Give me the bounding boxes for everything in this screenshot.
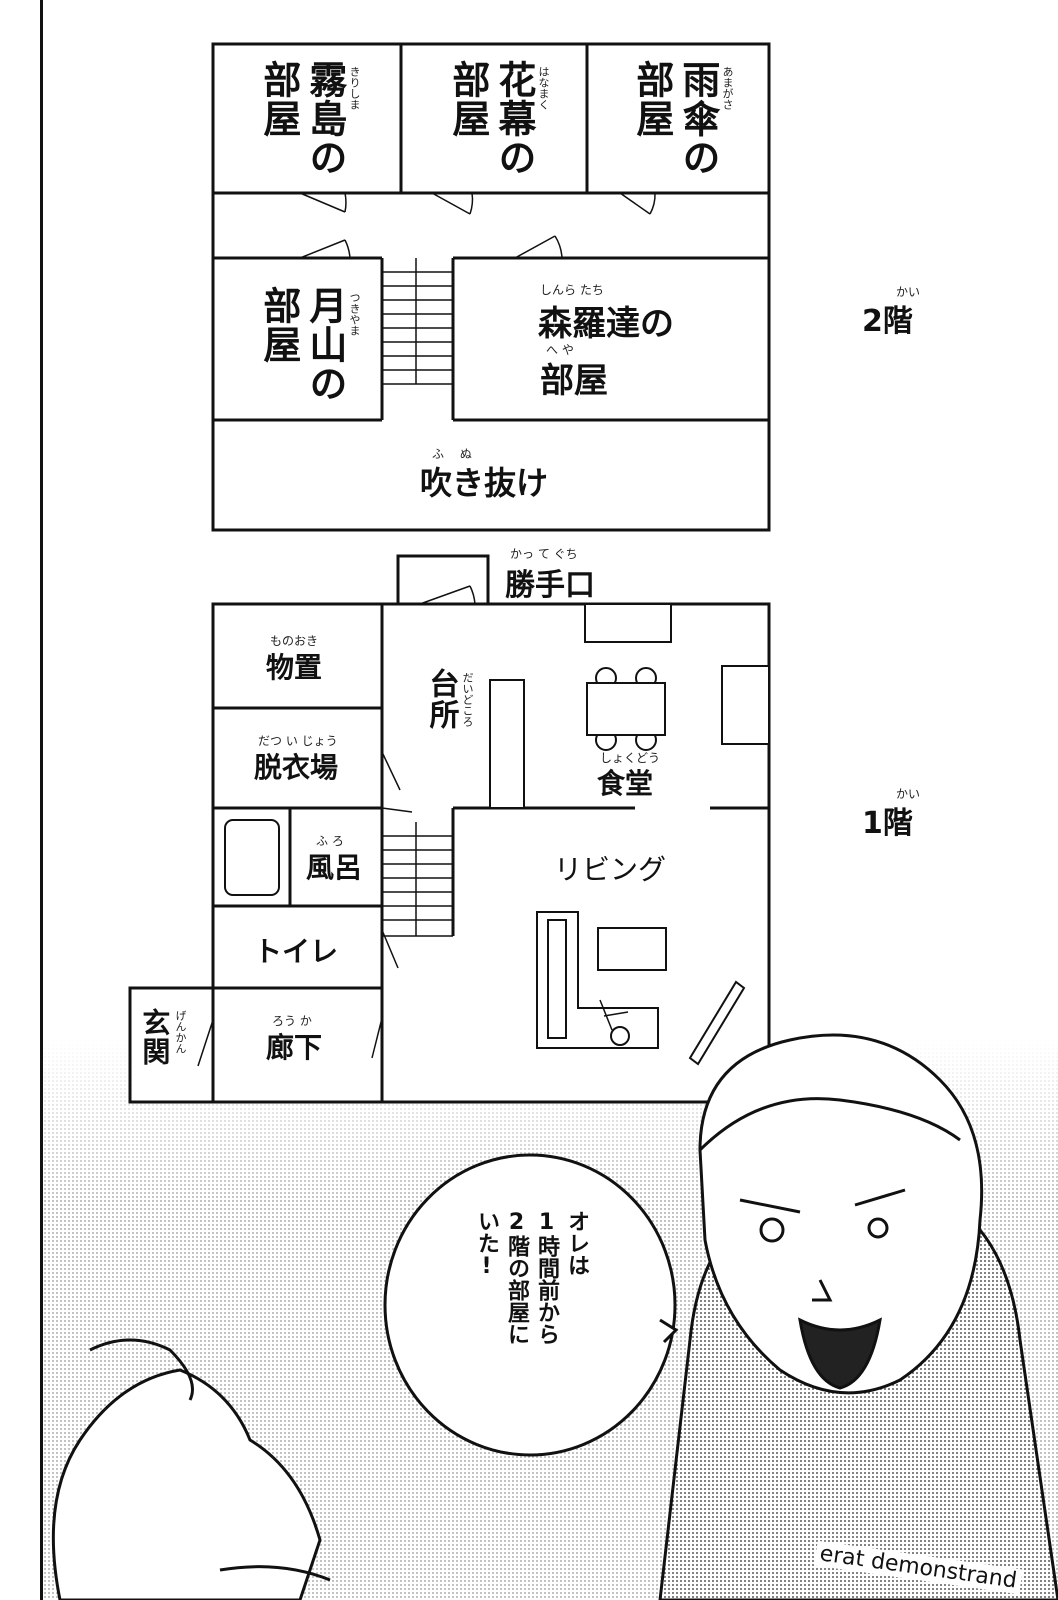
ruby-fukinuke: ふ ぬ [432,447,472,461]
ruby-genkan: げんかん [174,1010,187,1054]
genkan-label: 玄関 [138,1008,172,1066]
ruby-daidokoro: だいどころ [461,672,474,727]
floor1-ruby: かい [896,787,921,801]
ruby-hanamaku: はなまく [537,66,550,110]
fukinuke-label: 吹き抜け [420,464,549,502]
room-kirishima-line1: 霧島の [302,60,347,177]
speech-line-2: 1時間前から [534,1210,559,1345]
shokudo-label: 食堂 [597,767,654,800]
ruby-rouka: ろう か [272,1014,312,1028]
room-hanamaku-line2: 部屋 [445,60,490,138]
floor1-label: 1階 [862,806,913,841]
room-shinra-line2: 部屋 [540,361,608,401]
furo-label: 風呂 [306,851,363,884]
living-label: リビング [554,853,667,886]
ruby-datsuijo: だつ い じょう [258,734,338,748]
ruby-shinra-heya: へ や [546,343,574,357]
ruby-gassan: つきやま [348,292,361,336]
rouka-label: 廊下 [266,1031,323,1064]
ruby-monooki: ものおき [270,634,319,648]
floor2-label: 2階 [862,304,913,339]
speech-line-3: 2階の部屋に [504,1210,529,1345]
room-hanamaku-line1: 花幕の [491,60,536,177]
ruby-furo: ふ ろ [316,834,344,848]
daidokoro-label: 台所 [423,668,459,730]
room-gassan-line1: 月山の [302,286,347,403]
room-amagasa-line2: 部屋 [629,60,674,138]
floor2-ruby: かい [896,285,921,299]
monooki-label: 物置 [266,651,323,684]
katteguchi-label: 勝手口 [505,568,595,603]
ruby-shokudo: しょくどう [600,751,661,765]
speech-line-1: オレは [564,1210,589,1276]
datsuijo-label: 脱衣場 [254,751,339,784]
room-kirishima-line2: 部屋 [256,60,301,138]
speech-line-4: いた! [474,1210,499,1279]
ruby-amagasa: あまがさ [721,66,734,110]
panel-border [40,0,43,1600]
room-amagasa-line1: 雨傘の [675,60,720,177]
toilet-label: トイレ [254,935,339,968]
room-shinra-line1: 森羅達の [538,304,674,344]
ruby-katteguchi: かっ て ぐち [510,547,578,561]
ruby-kirishima: きりしま [348,66,361,110]
ruby-shinra: しんら たち [540,283,604,297]
room-gassan-line2: 部屋 [256,286,301,364]
speech-bubble: オレは 1時間前から 2階の部屋に いた! [420,1210,590,1400]
